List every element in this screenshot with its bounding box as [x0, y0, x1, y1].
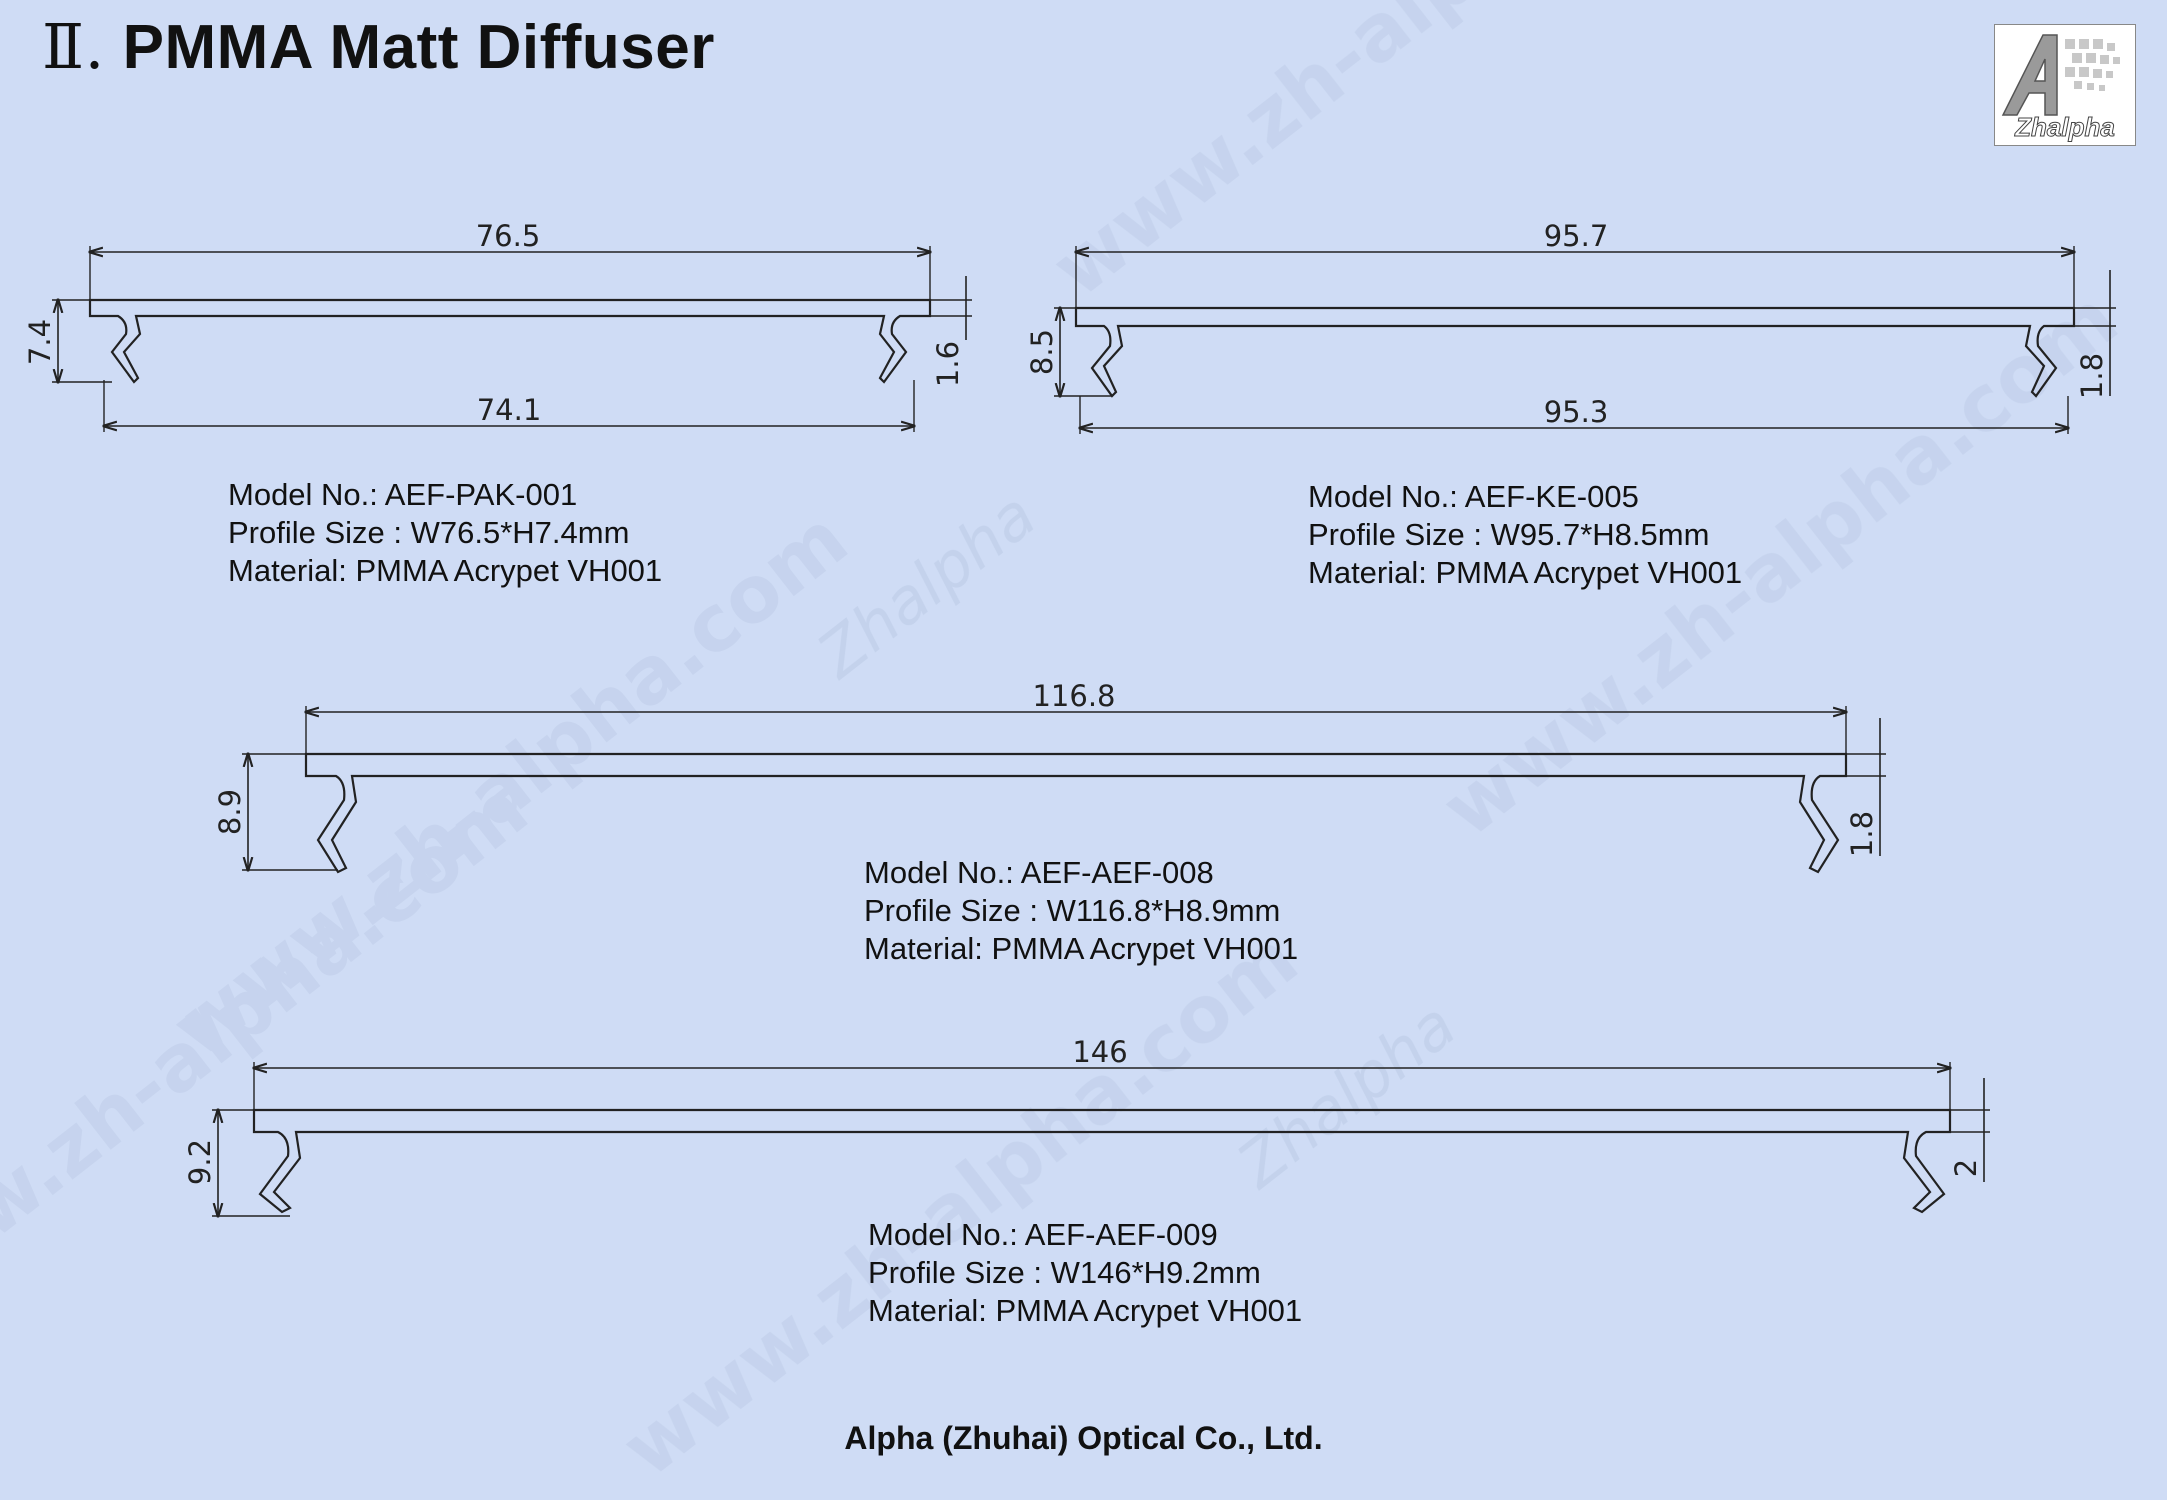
dim-thickness: 1.8 [2075, 353, 2109, 399]
dim-thickness: 2 [1949, 1159, 1983, 1177]
dim-thickness: 1.8 [1845, 811, 1879, 857]
profile-size: Profile Size : W116.8*H8.9mm [864, 893, 1281, 928]
dim-thickness: 1.6 [931, 341, 965, 387]
profile-shape [304, 752, 1848, 874]
model-number: Model No.: AEF-PAK-001 [228, 477, 578, 512]
spec-aef-ke-005: Model No.: AEF-KE-005 Profile Size : W95… [1308, 478, 1742, 592]
dim-top-width: 116.8 [1032, 679, 1115, 713]
model-number: Model No.: AEF-AEF-009 [868, 1217, 1218, 1252]
material: Material: PMMA Acrypet VH001 [868, 1293, 1303, 1328]
profile-aef-aef-008 [242, 706, 1886, 874]
profile-size: Profile Size : W95.7*H8.5mm [1308, 517, 1710, 552]
dim-height: 8.5 [1025, 329, 1059, 375]
material: Material: PMMA Acrypet VH001 [864, 931, 1299, 966]
company-name: Alpha (Zhuhai) Optical Co., Ltd. [844, 1420, 1323, 1456]
logo: Zhalpha [1994, 24, 2136, 146]
profile-aef-pak-001 [52, 246, 972, 432]
dim-height: 8.9 [213, 789, 247, 835]
dim-top-width: 146 [1072, 1035, 1127, 1069]
page-title: Ⅱ. PMMA Matt Diffuser [42, 10, 715, 83]
title-text: PMMA Matt Diffuser [122, 13, 715, 82]
material: Material: PMMA Acrypet VH001 [1308, 555, 1743, 590]
dim-height: 9.2 [183, 1139, 217, 1185]
profile-shape [252, 1108, 1952, 1214]
profile-aef-aef-009 [212, 1062, 1990, 1216]
dim-top-width: 95.7 [1544, 219, 1609, 253]
spec-aef-pak-001: Model No.: AEF-PAK-001 Profile Size : W7… [228, 476, 662, 590]
zhalpha-logo-icon [2001, 34, 2120, 116]
profile-size: Profile Size : W146*H9.2mm [868, 1255, 1261, 1290]
profile-shape [88, 298, 932, 384]
title-numeral: Ⅱ. [42, 10, 105, 83]
model-number: Model No.: AEF-KE-005 [1308, 479, 1639, 514]
dim-height: 7.4 [23, 319, 57, 365]
material: Material: PMMA Acrypet VH001 [228, 553, 663, 588]
spec-aef-aef-009: Model No.: AEF-AEF-009 Profile Size : W1… [868, 1216, 1302, 1330]
profile-aef-ke-005 [1054, 246, 2116, 434]
dim-top-width: 76.5 [476, 219, 541, 253]
profile-size: Profile Size : W76.5*H7.4mm [228, 515, 630, 550]
spec-aef-aef-008: Model No.: AEF-AEF-008 Profile Size : W1… [864, 854, 1298, 968]
model-number: Model No.: AEF-AEF-008 [864, 855, 1214, 890]
dim-bottom-width: 74.1 [477, 393, 542, 427]
profile-shape [1074, 306, 2076, 398]
dim-bottom-width: 95.3 [1544, 395, 1609, 429]
logo-text: Zhalpha [2015, 112, 2116, 143]
